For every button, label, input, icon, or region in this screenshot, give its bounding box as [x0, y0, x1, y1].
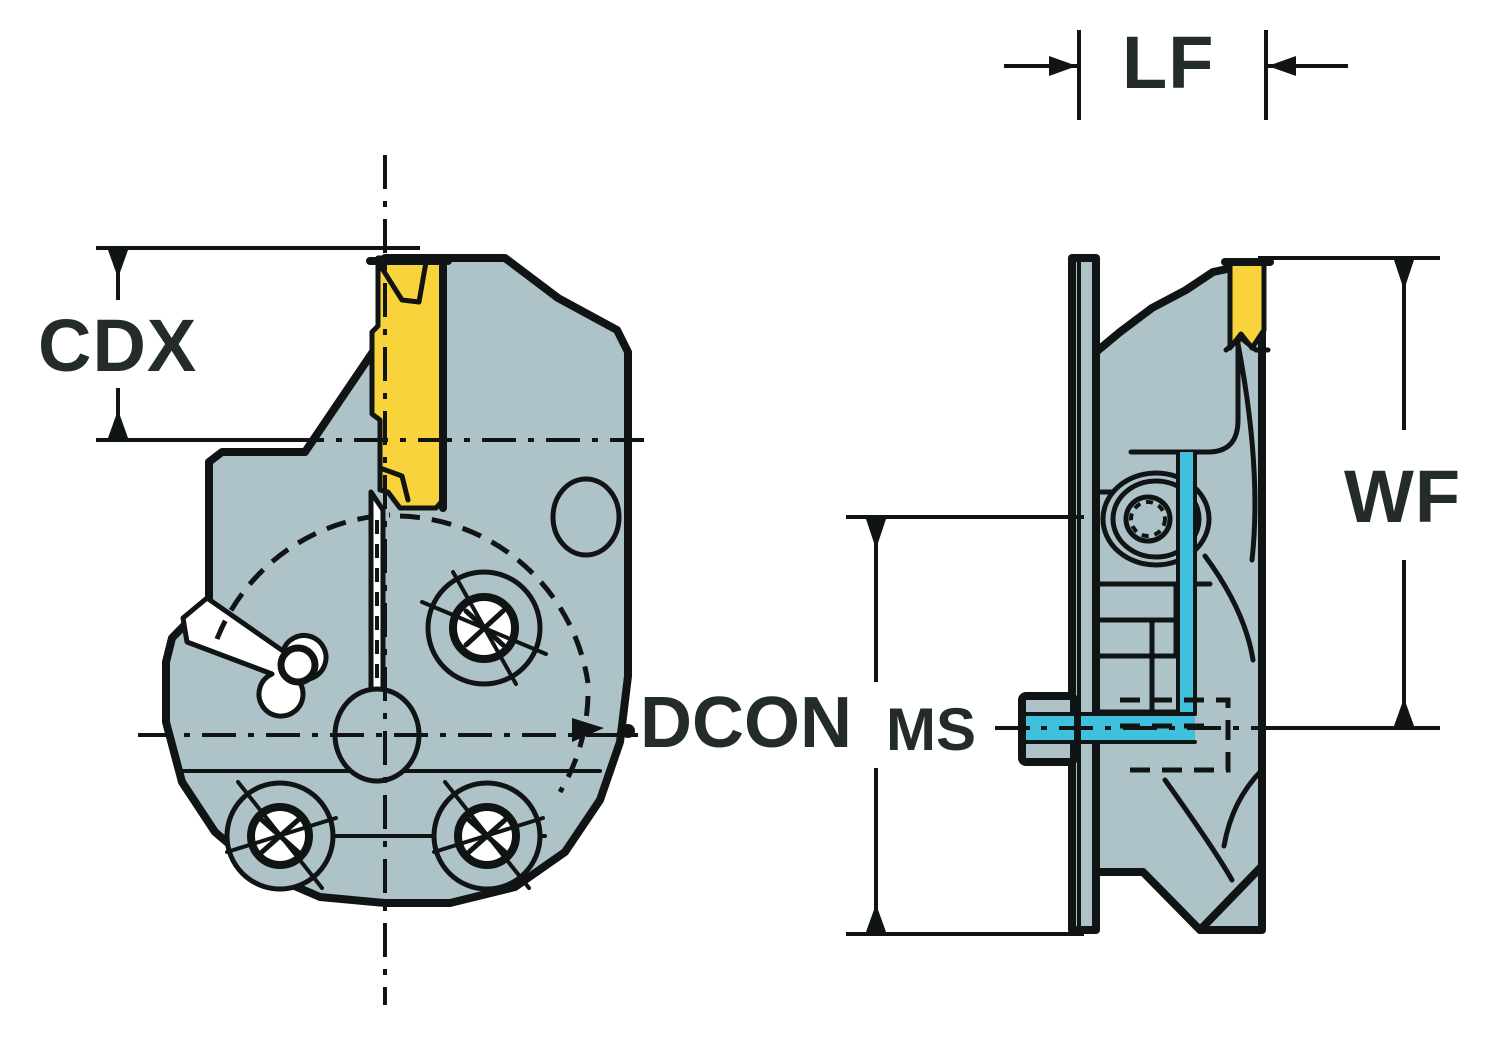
cdx-arrowhead-top	[108, 250, 128, 278]
wf-dimension-group	[1258, 256, 1440, 730]
front-view-hidden-arc-right	[399, 513, 591, 684]
dcon-arrowhead-top	[866, 519, 886, 549]
front-view-hidden-arc-lower-right	[557, 695, 591, 794]
dcon-arrowhead-bottom	[866, 904, 886, 932]
wf-dimension-label: WF	[1344, 455, 1462, 538]
clamp-screw-lower-left	[224, 780, 338, 892]
coolant-channel-vertical	[1178, 452, 1195, 727]
front-view-body-outline	[166, 258, 628, 903]
wf-arrowhead-bottom	[1394, 698, 1414, 726]
lf-dimension-group	[1004, 30, 1348, 120]
insert-chipbreaker-notch-bottom	[377, 465, 411, 503]
ms-callout-label: MS	[886, 696, 976, 763]
front-view-body-outline-stroke	[162, 254, 632, 907]
dcon-dimension-label: DCON	[640, 683, 852, 763]
side-view-insert-seat	[1223, 335, 1271, 353]
cdx-dimension-group	[96, 246, 420, 442]
cdx-dimension-label: CDX	[38, 304, 198, 387]
clamp-screw-upper	[420, 569, 548, 687]
dcon-leader-arrowhead	[572, 718, 604, 742]
coolant-outlet-hole	[277, 644, 319, 686]
side-view-internal-relief-curve	[1235, 341, 1258, 563]
front-view-group	[138, 155, 650, 1005]
side-view-bottom-chamfer	[1196, 862, 1266, 934]
side-view-internal-relief-curve-2	[1202, 553, 1256, 663]
side-view-internal-relief-upper	[1128, 337, 1241, 455]
front-view-relief-bore	[550, 476, 622, 558]
dcon-leader-dot	[621, 724, 635, 738]
wf-arrowhead-top	[1394, 260, 1414, 290]
side-view-insert	[1230, 262, 1264, 348]
lf-dimension-label: LF	[1122, 21, 1215, 104]
dcon-dimension-group	[572, 515, 1084, 936]
clamp-screw-lower-right	[431, 780, 545, 892]
cdx-arrowhead-bottom	[108, 410, 128, 438]
front-view-hidden-arc-left	[214, 512, 391, 640]
lf-arrowhead-right	[1268, 56, 1296, 76]
side-view-internal-relief-curve-3	[1162, 777, 1235, 883]
lf-arrowhead-left	[1049, 56, 1077, 76]
side-view-internal-relief-curve-4	[1221, 767, 1265, 849]
insert-chipbreaker-notch-top	[375, 259, 429, 305]
side-view-hidden-pocket	[1120, 697, 1231, 773]
grooving-insert	[372, 258, 443, 508]
side-view-group	[995, 254, 1320, 934]
